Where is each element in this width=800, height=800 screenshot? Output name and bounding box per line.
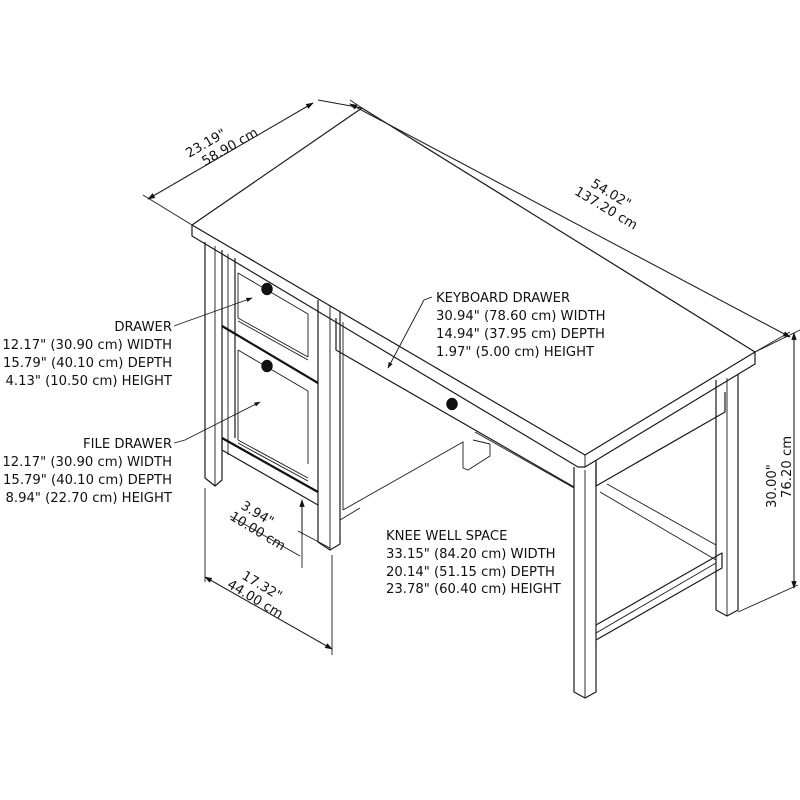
svg-text:23.78" (60.40 cm) HEIGHT: 23.78" (60.40 cm) HEIGHT (386, 582, 562, 597)
depth-dimension (142, 99, 363, 226)
desk-top (191, 107, 756, 468)
svg-text:4.13" (10.50 cm) HEIGHT: 4.13" (10.50 cm) HEIGHT (6, 374, 173, 389)
svg-text:12.17" (30.90 cm) WIDTH: 12.17" (30.90 cm) WIDTH (2, 455, 172, 470)
svg-text:KNEE WELL SPACE: KNEE WELL SPACE (386, 529, 507, 544)
svg-text:KEYBOARD DRAWER: KEYBOARD DRAWER (436, 291, 570, 306)
file-drawer-leader (173, 401, 261, 444)
svg-text:12.17" (30.90 cm) WIDTH: 12.17" (30.90 cm) WIDTH (2, 338, 172, 353)
width-label: 54.02" 137.20 cm (572, 177, 640, 234)
svg-text:DRAWER: DRAWER (114, 320, 172, 335)
depth-label: 23.19" 58.90 cm (184, 125, 261, 169)
height-dimension (737, 329, 800, 613)
svg-text:14.94" (37.95 cm) DEPTH: 14.94" (37.95 cm) DEPTH (436, 327, 605, 342)
svg-text:1.97" (5.00 cm) HEIGHT: 1.97" (5.00 cm) HEIGHT (436, 345, 595, 360)
keyboard-drawer-knob-icon (446, 397, 458, 411)
pedestal-depth-label: 17.32" 44.00 cm (224, 569, 285, 623)
drawer-callout: DRAWER 12.17" (30.90 cm) WIDTH 15.79" (4… (2, 320, 173, 389)
keyboard-drawer-leader (387, 296, 433, 369)
knee-well-callout: KNEE WELL SPACE 33.15" (84.20 cm) WIDTH … (386, 529, 562, 597)
drawer-leader (173, 297, 253, 327)
svg-text:33.15" (84.20 cm) WIDTH: 33.15" (84.20 cm) WIDTH (386, 547, 556, 562)
svg-text:30.00": 30.00" (765, 464, 780, 508)
height-label: 30.00" 76.20 cm (765, 436, 795, 508)
svg-text:76.20 cm: 76.20 cm (780, 436, 795, 498)
file-drawer-callout: FILE DRAWER 12.17" (30.90 cm) WIDTH 15.7… (2, 437, 173, 506)
svg-text:8.94" (22.70 cm) HEIGHT: 8.94" (22.70 cm) HEIGHT (6, 491, 173, 506)
svg-text:FILE DRAWER: FILE DRAWER (83, 437, 172, 452)
base-clearance-label: 3.94" 10.00 cm (227, 499, 288, 555)
right-legs (573, 374, 739, 699)
left-pedestal (204, 242, 361, 551)
keyboard-drawer (335, 318, 575, 511)
pedestal-depth-dimension (204, 488, 333, 655)
svg-text:15.79" (40.10 cm) DEPTH: 15.79" (40.10 cm) DEPTH (3, 356, 172, 371)
file-drawer-knob-icon (261, 359, 273, 373)
keyboard-drawer-callout: KEYBOARD DRAWER 30.94" (78.60 cm) WIDTH … (436, 291, 606, 360)
base-clearance-dimension (297, 499, 331, 568)
svg-text:15.79" (40.10 cm) DEPTH: 15.79" (40.10 cm) DEPTH (3, 473, 172, 488)
svg-text:20.14" (51.15 cm) DEPTH: 20.14" (51.15 cm) DEPTH (386, 565, 555, 580)
drawer-knob-icon (261, 282, 273, 296)
svg-text:30.94" (78.60 cm) WIDTH: 30.94" (78.60 cm) WIDTH (436, 309, 606, 324)
